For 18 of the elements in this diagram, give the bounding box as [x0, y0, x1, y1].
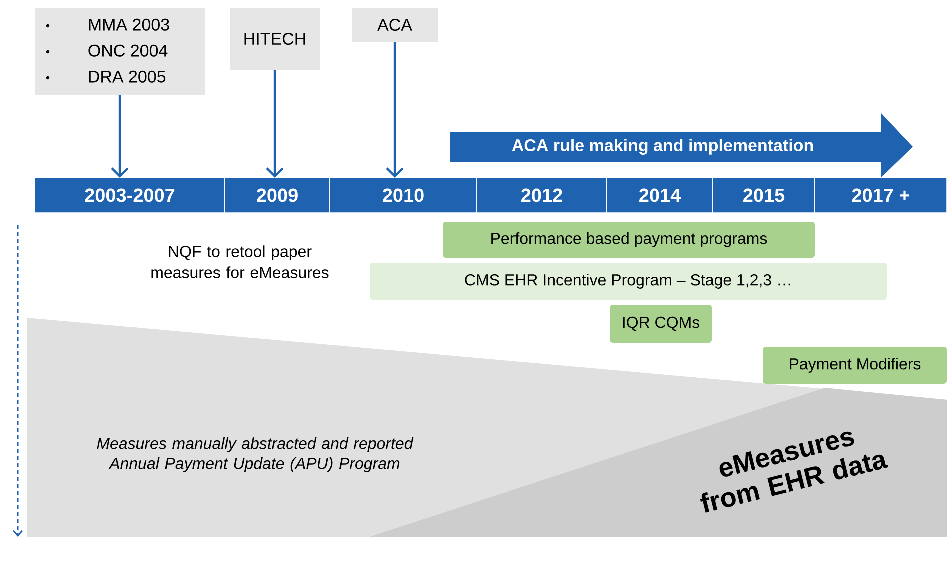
program-box: CMS EHR Incentive Program – Stage 1,2,3 …: [370, 263, 888, 300]
timeline-cell: 2014: [606, 178, 714, 214]
timeline-cell: 2012: [476, 178, 608, 214]
event-box: ACA: [352, 8, 438, 42]
event-box: HITECH: [230, 8, 320, 70]
arrow: [111, 95, 129, 178]
program-box: Payment Modifiers: [763, 347, 947, 384]
note-text: NQF to retool paper measures for eMeasures: [152, 246, 329, 278]
bullet-list-box: MMA 2003 ONC 2004 DRA 2005: [35, 8, 205, 95]
timeline-cell: 2010: [330, 178, 478, 214]
timeline-cell: 2003-2007: [34, 178, 226, 214]
timeline-cell: 2015: [712, 178, 816, 214]
timeline-cell: 2017 +: [814, 178, 947, 214]
arrow: [386, 42, 404, 178]
timeline-cell: 2009: [224, 178, 330, 214]
program-box: IQR CQMs: [610, 305, 712, 343]
arrow: [266, 70, 284, 178]
program-box: Performance based payment programs: [443, 222, 815, 258]
